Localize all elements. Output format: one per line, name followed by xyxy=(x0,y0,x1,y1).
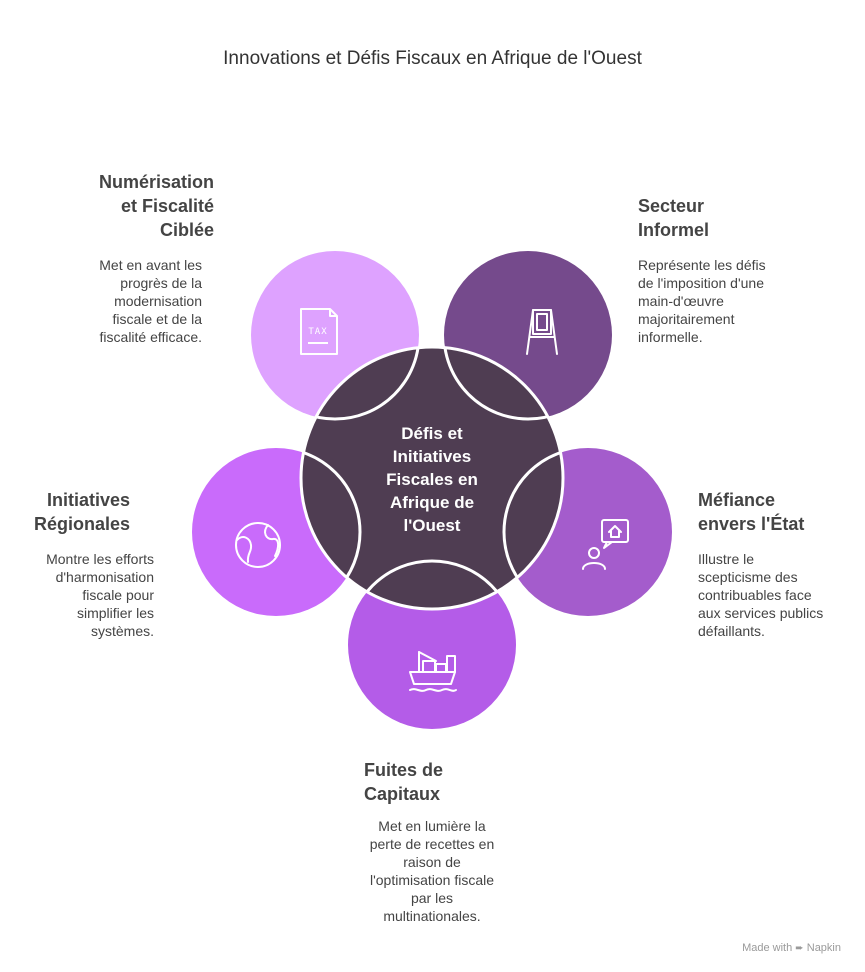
description-mefiance: Illustre le scepticisme des contribuable… xyxy=(698,551,824,639)
napkin-logo-icon: ➨ xyxy=(795,943,804,954)
heading-numerisation: Numérisation et Fiscalité Ciblée xyxy=(98,172,214,240)
footer: Made with ➨ Napkin xyxy=(742,942,841,954)
petal-overlap-arcs xyxy=(301,347,563,609)
tax-icon-text: TAX xyxy=(308,327,327,337)
heading-fuites: Fuites de Capitaux xyxy=(364,760,444,804)
heading-mefiance: Méfiance envers l'État xyxy=(698,490,805,534)
heading-initiatives: Initiatives Régionales xyxy=(33,490,130,534)
description-secteur-informel: Représente les défis de l'imposition d'u… xyxy=(638,257,766,345)
heading-secteur-informel: Secteur Informel xyxy=(638,196,710,240)
description-initiatives: Montre les efforts d'harmonisation fisca… xyxy=(46,551,154,639)
made-with-label: Made with xyxy=(742,942,793,954)
brand-label: Napkin xyxy=(806,942,841,954)
description-numerisation: Met en avant les progrès de la modernisa… xyxy=(99,257,202,345)
market-stall-icon xyxy=(526,309,558,355)
globe-icon xyxy=(235,522,281,568)
tax-document-icon: TAX xyxy=(300,308,338,355)
ship-icon xyxy=(409,651,457,692)
person-home-icon xyxy=(582,519,629,570)
description-fuites: Met en lumière la perte de recettes en r… xyxy=(369,818,495,924)
diagram-title: Innovations et Défis Fiscaux en Afrique … xyxy=(223,48,642,69)
